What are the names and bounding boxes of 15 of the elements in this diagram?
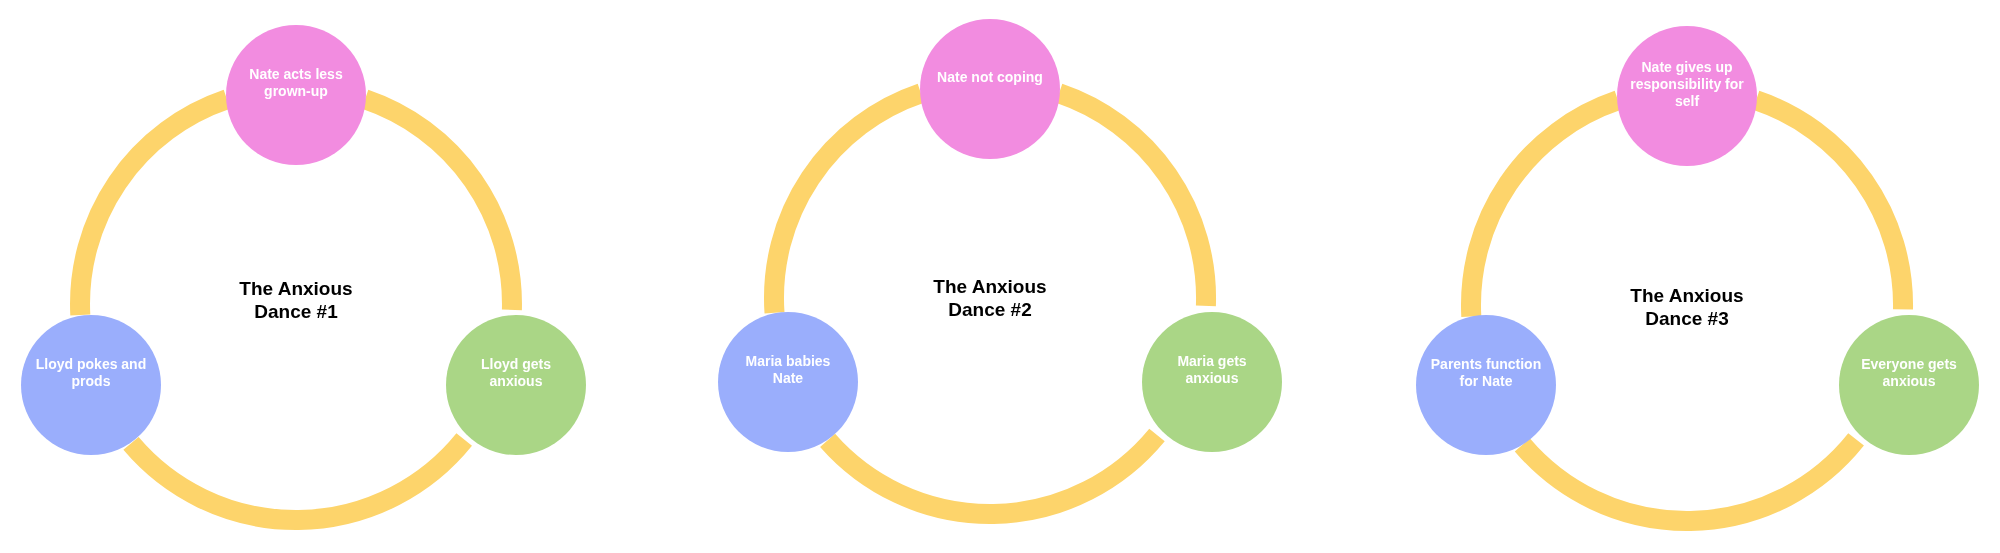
cycle-title: The Anxious Dance #2 xyxy=(932,275,1048,321)
step-text: Parents function for Nate xyxy=(1429,356,1543,390)
step-text: Everyone gets anxious xyxy=(1860,356,1958,390)
cycle-title: The Anxious Dance #3 xyxy=(1629,284,1745,330)
step-text: Nate not coping xyxy=(937,68,1043,86)
step-text: Maria babies Nate xyxy=(744,353,832,387)
cycle-title: The Anxious Dance #1 xyxy=(238,277,354,323)
ring-arc xyxy=(820,428,1165,524)
step-text: Nate acts less grown-up xyxy=(248,66,344,100)
ring-arc xyxy=(1515,432,1864,531)
step-text: Maria gets anxious xyxy=(1176,353,1248,387)
step-text: Nate gives up responsibility for self xyxy=(1629,58,1745,110)
ring-arc xyxy=(123,432,472,530)
step-text: Lloyd gets anxious xyxy=(480,356,552,390)
step-text: Lloyd pokes and prods xyxy=(34,356,148,390)
